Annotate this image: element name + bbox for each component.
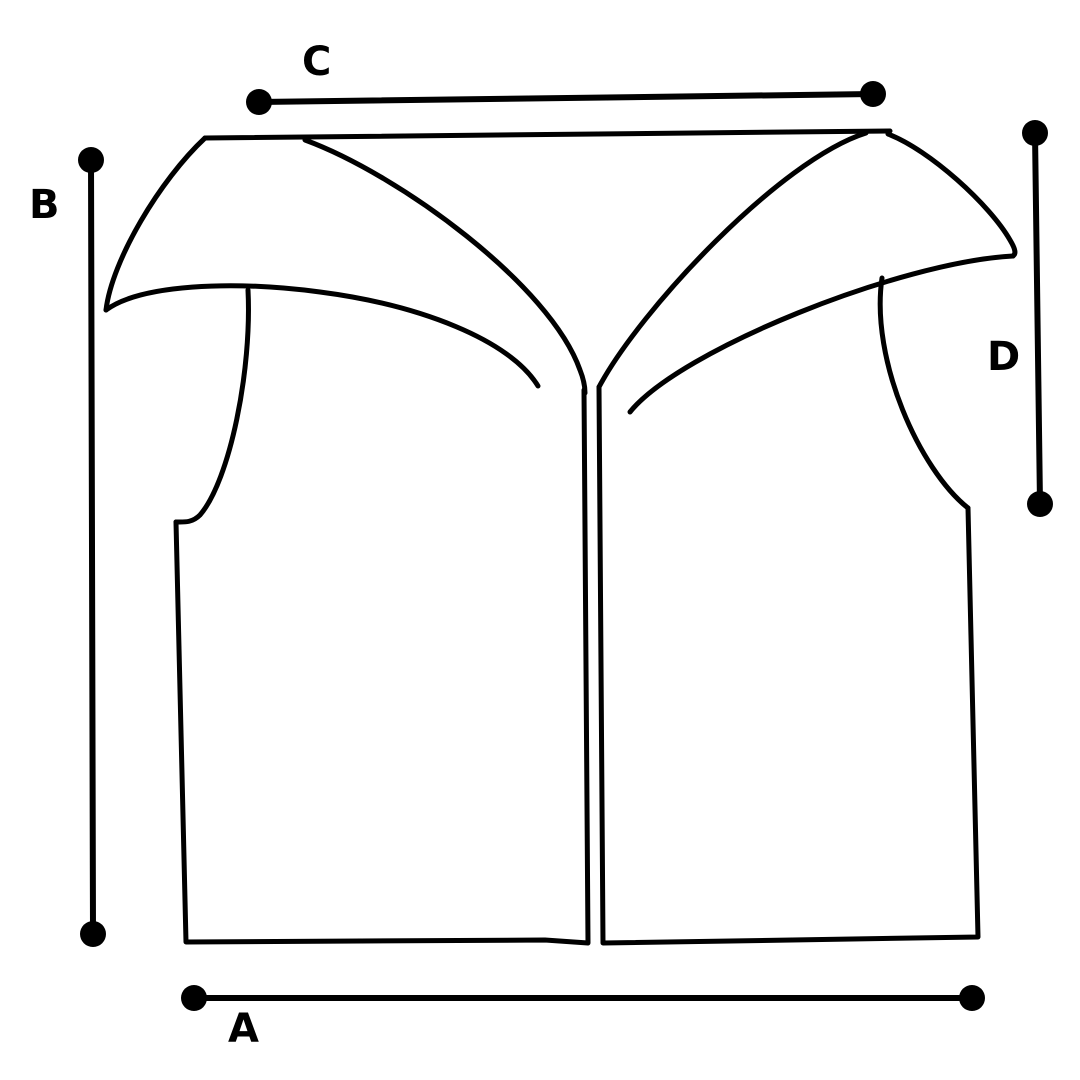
measurement-d-label: D	[987, 334, 1020, 380]
measurement-c-line	[256, 91, 876, 105]
measurement-a-end-dot	[959, 985, 985, 1011]
right-front-body	[596, 384, 981, 946]
measurement-a-start-dot	[181, 985, 207, 1011]
measurement-c-end-dot	[860, 81, 886, 107]
measurement-d-line	[1032, 130, 1043, 507]
right-shoulder-cap	[885, 131, 1018, 259]
measurement-d: D	[987, 120, 1053, 517]
left-shoulder-cap	[103, 135, 208, 313]
garment-outline	[103, 128, 1018, 946]
left-front-body	[173, 387, 591, 946]
right-sleeve-underside	[627, 253, 1016, 415]
measurement-b-label: B	[29, 182, 60, 228]
measurement-b-line	[88, 157, 96, 937]
measurement-a: A	[181, 985, 985, 1052]
measurement-b-start-dot	[78, 147, 104, 173]
measurement-c: C	[246, 39, 886, 115]
measurement-c-start-dot	[246, 89, 272, 115]
measurement-d-start-dot	[1022, 120, 1048, 146]
back-neck-edge	[202, 128, 893, 141]
right-collar	[596, 130, 869, 390]
measurement-d-end-dot	[1027, 491, 1053, 517]
measurement-b-end-dot	[80, 921, 106, 947]
measurement-a-label: A	[228, 1006, 259, 1052]
left-sleeve-underside	[103, 283, 541, 389]
left-collar	[302, 137, 588, 396]
measurement-b: B	[29, 147, 106, 947]
measurement-c-label: C	[302, 39, 331, 85]
left-armhole	[173, 287, 251, 525]
right-armhole	[877, 275, 971, 511]
